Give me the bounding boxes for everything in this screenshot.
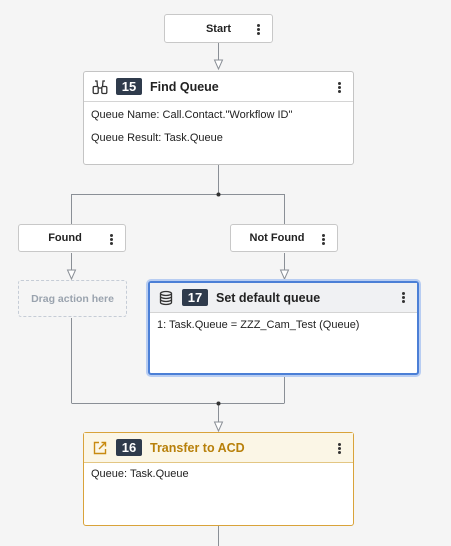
kebab-menu-icon[interactable]	[317, 231, 329, 247]
set-default-queue-card[interactable]: 17 Set default queue 1: Task.Queue = ZZZ…	[148, 281, 419, 375]
step-number-badge: 17	[182, 289, 208, 306]
branch-found[interactable]: Found	[18, 224, 126, 252]
drag-action-dropzone[interactable]: Drag action here	[18, 280, 127, 317]
find-queue-card[interactable]: 15 Find Queue Queue Name: Call.Contact."…	[83, 71, 354, 165]
kebab-menu-icon[interactable]	[105, 231, 117, 247]
assignment-line: 1: Task.Queue = ZZZ_Cam_Test (Queue)	[157, 319, 360, 331]
branch-found-label: Found	[48, 232, 82, 244]
queue-name-line: Queue Name: Call.Contact."Workflow ID"	[91, 109, 293, 121]
kebab-menu-icon[interactable]	[333, 440, 345, 456]
transfer-to-acd-header[interactable]: 16 Transfer to ACD	[84, 433, 353, 463]
queue-result-line: Queue Result: Task.Queue	[91, 132, 223, 144]
branch-not-found-label: Not Found	[249, 232, 305, 244]
find-queue-title: Find Queue	[150, 79, 219, 94]
database-icon	[157, 289, 175, 307]
branch-not-found[interactable]: Not Found	[230, 224, 338, 252]
set-default-queue-header[interactable]: 17 Set default queue	[150, 283, 417, 313]
transfer-to-acd-title: Transfer to ACD	[150, 440, 245, 455]
start-label: Start	[205, 22, 232, 35]
transfer-to-acd-card[interactable]: 16 Transfer to ACD Queue: Task.Queue	[83, 432, 354, 526]
step-number-badge: 16	[116, 439, 142, 456]
dropzone-label: Drag action here	[31, 292, 114, 305]
start-node[interactable]: Start	[164, 14, 273, 43]
find-queue-header[interactable]: 15 Find Queue	[84, 72, 353, 102]
kebab-menu-icon[interactable]	[397, 289, 409, 305]
kebab-menu-icon[interactable]	[333, 79, 345, 95]
set-default-queue-title: Set default queue	[216, 290, 321, 305]
kebab-menu-icon[interactable]	[252, 21, 264, 37]
binoculars-icon	[91, 78, 109, 96]
external-link-icon	[91, 439, 109, 457]
step-number-badge: 15	[116, 78, 142, 95]
queue-line: Queue: Task.Queue	[91, 468, 189, 480]
